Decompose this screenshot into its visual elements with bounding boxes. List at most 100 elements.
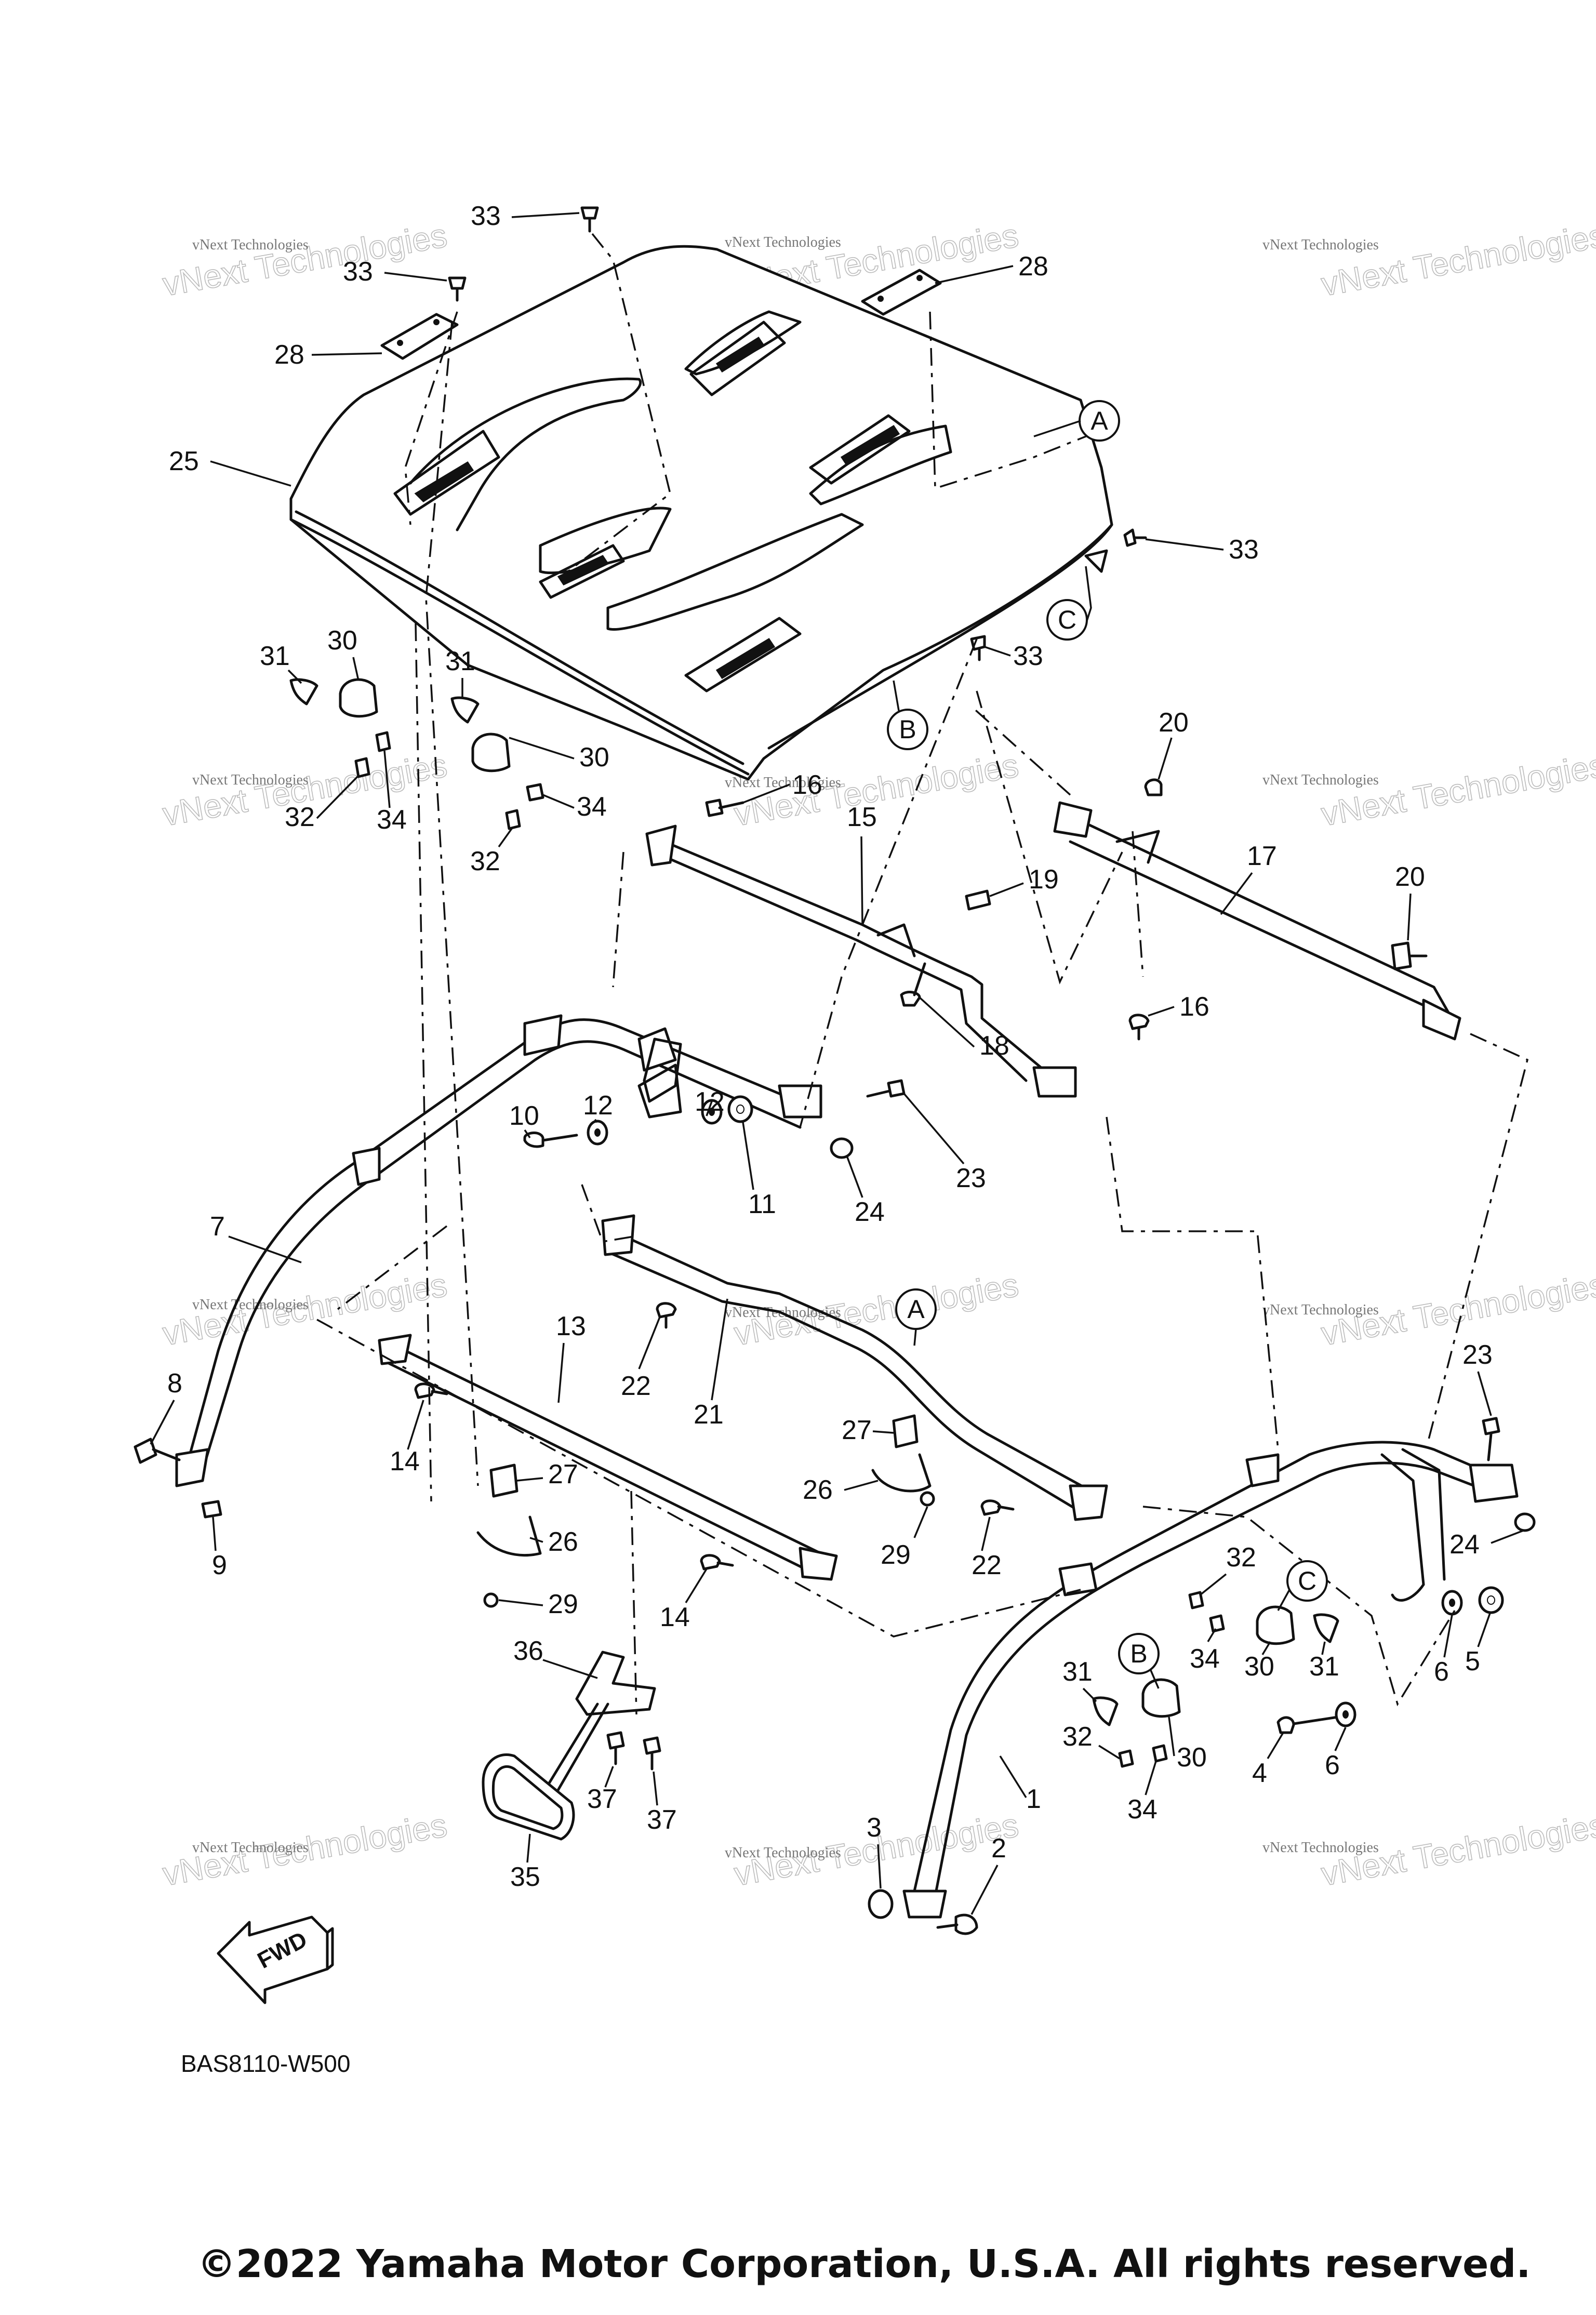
clamp-30-left [289, 678, 391, 778]
watermark-text: vNext Technologies [192, 1840, 309, 1856]
watermark-text: vNext Technologies [725, 1845, 841, 1861]
frame-7 [175, 1014, 822, 1487]
part-number-23: 23 [1462, 1340, 1493, 1370]
screw-37-left [606, 1731, 625, 1765]
copyright-notice: ©2022 Yamaha Motor Corporation, U.S.A. A… [197, 2242, 1531, 2286]
part-number-14: 14 [660, 1602, 690, 1632]
phantom-lines [316, 233, 1529, 1715]
washer-6-upper [1441, 1590, 1463, 1616]
part-number-9: 9 [212, 1550, 227, 1580]
part-number-30: 30 [1244, 1652, 1274, 1682]
screw-16-mid [1128, 1014, 1150, 1041]
bolt-4 [1276, 1715, 1339, 1734]
washer-12-right [701, 1099, 723, 1125]
part-number-33: 33 [471, 201, 501, 231]
part-number-30: 30 [579, 742, 609, 773]
part-number-13: 13 [556, 1311, 586, 1341]
part-number-20: 20 [1159, 708, 1189, 738]
washer-6-lower [1335, 1701, 1356, 1727]
part-number-31: 31 [1062, 1657, 1093, 1687]
part-number-37: 37 [647, 1805, 677, 1835]
part-number-34: 34 [577, 792, 607, 822]
part-number-7: 7 [210, 1212, 225, 1242]
washer-5 [1478, 1586, 1504, 1614]
part-number-31: 31 [260, 641, 290, 671]
clamp-27-right [871, 1414, 935, 1507]
part-number-2: 2 [991, 1833, 1006, 1864]
part-number-19: 19 [1029, 864, 1059, 895]
part-number-5: 5 [1465, 1646, 1480, 1677]
part-number-23: 23 [956, 1163, 986, 1193]
watermark-text: vNext Technologies [1262, 1840, 1379, 1856]
part-number-8: 8 [167, 1368, 182, 1399]
callout-c-top: C [1046, 566, 1092, 641]
mirror-35 [482, 1753, 575, 1841]
svg-text:B: B [899, 715, 916, 744]
roof-pad-right [861, 269, 942, 316]
part-number-21: 21 [694, 1400, 724, 1430]
part-number-30: 30 [1177, 1742, 1207, 1773]
part-number-15: 15 [847, 802, 877, 832]
watermark-text: vNext Technologies [1262, 1302, 1379, 1318]
screw-22-right [980, 1499, 1015, 1516]
watermark-text: vNext Technologies [160, 217, 450, 303]
watermark-text: vNext Technologies [1262, 237, 1379, 253]
mirror-bracket-36 [539, 1651, 656, 1804]
screw-33-left [448, 276, 467, 302]
screw-16-top [705, 799, 744, 817]
part-number-22: 22 [621, 1371, 651, 1401]
watermark-text: vNext Technologies [192, 1297, 309, 1313]
fwd-arrow-icon: FWD [217, 1915, 334, 2004]
part-number-20: 20 [1395, 862, 1425, 892]
clamp-27-left [476, 1463, 542, 1608]
part-number-27: 27 [548, 1459, 578, 1489]
part-number-37: 37 [587, 1784, 617, 1814]
part-number-28: 28 [1018, 251, 1048, 282]
bolt-18 [900, 962, 926, 1007]
part-number-3: 3 [867, 1813, 882, 1843]
part-number-6: 6 [1325, 1750, 1340, 1780]
part-labels: 33 33 28 28 25 33 33 31 30 31 30 34 32 3… [150, 201, 1525, 1915]
watermark-text: vNext Technologies [1319, 747, 1596, 833]
washer-24 [830, 1137, 854, 1159]
part-number-11: 11 [748, 1189, 776, 1219]
callout-a-mid: A [895, 1288, 937, 1346]
callout-a-top: A [1033, 400, 1120, 442]
part-number-34: 34 [1127, 1794, 1158, 1825]
watermark-text: vNext Technologies [192, 237, 309, 253]
washer-3 [868, 1889, 894, 1919]
part-number-31: 31 [445, 646, 475, 676]
callout-b-top: B [887, 680, 928, 750]
roof-panel [289, 245, 1113, 781]
svg-text:A: A [1090, 406, 1108, 435]
part-number-33: 33 [1229, 535, 1259, 565]
part-number-33: 33 [343, 257, 373, 287]
part-number-29: 29 [548, 1589, 578, 1619]
clip-19 [965, 889, 991, 911]
part-number-32: 32 [1226, 1542, 1256, 1573]
part-number-18: 18 [979, 1031, 1009, 1061]
nut-9 [201, 1500, 222, 1519]
frame-1 [902, 1441, 1519, 1919]
part-number-24: 24 [855, 1197, 885, 1227]
nut-24-right [1514, 1512, 1536, 1532]
part-number-36: 36 [513, 1636, 543, 1666]
part-number-12: 12 [583, 1090, 613, 1121]
diagram-code: BAS8110-W500 [181, 2050, 350, 2077]
clamp-30-lower [1092, 1678, 1181, 1768]
part-number-28: 28 [274, 340, 304, 370]
part-number-22: 22 [972, 1550, 1002, 1580]
clamp-30-mid [450, 696, 544, 830]
part-number-17: 17 [1247, 841, 1277, 871]
part-number-24: 24 [1449, 1529, 1480, 1560]
part-number-34: 34 [1190, 1644, 1220, 1674]
bar-17 [1053, 801, 1461, 1041]
part-number-27: 27 [842, 1415, 872, 1445]
bolt-23 [866, 1079, 906, 1098]
watermark-text: vNext Technologies [1319, 217, 1596, 303]
bracket-11 [643, 1037, 682, 1103]
part-number-26: 26 [548, 1527, 578, 1557]
bolt-10 [523, 1132, 578, 1148]
part-number-6: 6 [1434, 1657, 1449, 1687]
